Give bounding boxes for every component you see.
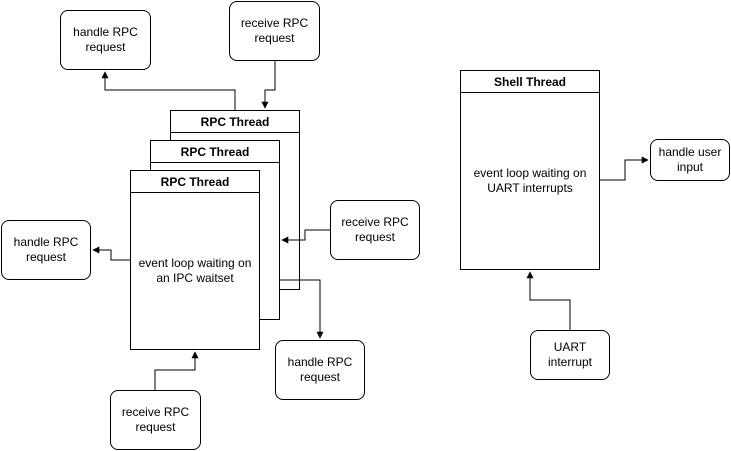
edge-rpc-to-handle-left: [92, 246, 130, 261]
node-receive-rpc-right-label: receive RPC request: [341, 215, 409, 244]
rpc-thread-middle-title: RPC Thread: [151, 141, 279, 163]
node-handle-rpc-bottom-label: handle RPC request: [287, 355, 353, 384]
edge-receive-top-to-rpc: [261, 61, 276, 109]
edge-rpc-to-handle-top: [101, 71, 236, 110]
rpc-thread-back-title: RPC Thread: [171, 111, 299, 133]
node-receive-rpc-bottom[interactable]: receive RPC request: [110, 390, 201, 450]
node-uart-interrupt[interactable]: UART interrupt: [530, 330, 610, 380]
node-receive-rpc-top-label: receive RPC request: [240, 16, 309, 45]
node-receive-rpc-right[interactable]: receive RPC request: [330, 200, 420, 260]
edge-uart-to-shell: [526, 271, 571, 330]
rpc-thread-front-body: event loop waiting on an IPC waitset: [131, 193, 259, 349]
node-handle-rpc-left[interactable]: handle RPC request: [1, 220, 91, 280]
shell-thread-title: Shell Thread: [461, 71, 599, 93]
edge-receive-right-to-rpc: [281, 229, 330, 244]
edge-rpc-to-handle-bottom: [280, 279, 324, 339]
edge-shell-to-user-input: [600, 156, 649, 181]
node-handle-rpc-top-label: handle RPC request: [73, 25, 138, 54]
node-uart-interrupt-label: UART interrupt: [547, 340, 593, 369]
shell-thread[interactable]: Shell Thread event loop waiting on UART …: [460, 70, 600, 270]
node-receive-rpc-bottom-label: receive RPC request: [121, 405, 190, 434]
node-receive-rpc-top[interactable]: receive RPC request: [229, 1, 320, 61]
edge-receive-bottom-to-rpc: [154, 351, 199, 390]
rpc-thread-front[interactable]: RPC Thread event loop waiting on an IPC …: [130, 170, 260, 350]
rpc-thread-front-body-text: event loop waiting on an IPC waitset: [138, 256, 252, 285]
rpc-thread-front-title: RPC Thread: [131, 171, 259, 193]
node-handle-rpc-top[interactable]: handle RPC request: [60, 10, 151, 70]
node-handle-rpc-bottom[interactable]: handle RPC request: [275, 340, 365, 400]
shell-thread-body: event loop waiting on UART interrupts: [461, 93, 599, 269]
node-handle-rpc-left-label: handle RPC request: [13, 235, 79, 264]
shell-thread-body-text: event loop waiting on UART interrupts: [473, 166, 587, 195]
node-handle-user-input[interactable]: handle user input: [650, 139, 730, 181]
node-handle-user-input-label: handle user input: [658, 145, 722, 174]
